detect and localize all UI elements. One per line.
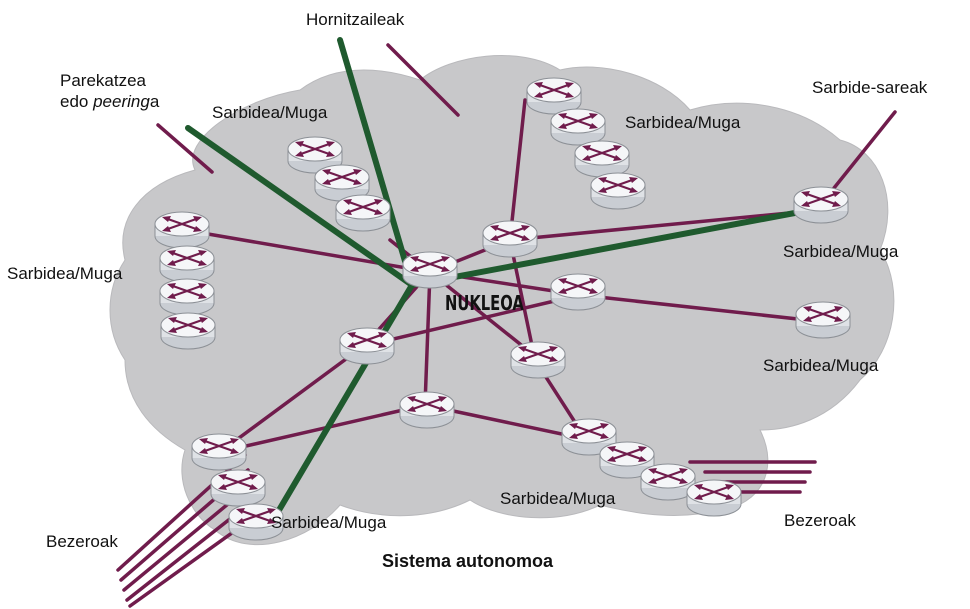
router-icon bbox=[334, 193, 392, 233]
customers-label-right: Bezeroak bbox=[784, 511, 856, 530]
router-icon bbox=[401, 250, 459, 290]
as-cloud bbox=[109, 55, 895, 546]
core-label: NUKLEOA bbox=[445, 291, 524, 315]
peering-label-line2: edo peeringa bbox=[60, 91, 159, 112]
peering-suffix: a bbox=[149, 92, 160, 112]
router-icon bbox=[509, 340, 567, 380]
access-networks-label: Sarbide-sareak bbox=[812, 78, 928, 97]
peering-prefix: edo bbox=[60, 92, 94, 112]
edge-label-bottom-left: Sarbidea/Muga bbox=[271, 513, 387, 532]
edge-label-right-mid: Sarbidea/Muga bbox=[763, 356, 879, 375]
router-icon bbox=[589, 171, 647, 211]
edge-label-left: Sarbidea/Muga bbox=[7, 264, 123, 283]
peering-label-line1: Parekatzea bbox=[60, 71, 146, 90]
router-icon bbox=[549, 107, 607, 147]
router-icon bbox=[338, 326, 396, 366]
edge-label-top-center: Sarbidea/Muga bbox=[212, 103, 328, 122]
edge-label-right-top: Sarbidea/Muga bbox=[783, 242, 899, 261]
router-icon bbox=[153, 210, 211, 250]
router-icon bbox=[481, 219, 539, 259]
router-icon bbox=[573, 139, 631, 179]
router-icon bbox=[158, 244, 216, 284]
edge-label-top-right: Sarbidea/Muga bbox=[625, 113, 741, 132]
router-icon bbox=[209, 468, 267, 508]
router-icon bbox=[398, 390, 456, 430]
router-icon bbox=[549, 272, 607, 312]
diagram-title: Sistema autonomoa bbox=[382, 551, 554, 571]
router-icon bbox=[685, 478, 743, 518]
router-icon bbox=[190, 432, 248, 472]
edge-label-bottom-center: Sarbidea/Muga bbox=[500, 489, 616, 508]
providers-label: Hornitzaileak bbox=[306, 10, 405, 29]
router-icon bbox=[158, 277, 216, 317]
router-icon bbox=[159, 311, 217, 351]
peering-label: Parekatzea edo peeringa bbox=[60, 70, 159, 113]
customers-label-left: Bezeroak bbox=[46, 532, 118, 551]
router-icon bbox=[794, 300, 852, 340]
provider-links bbox=[185, 37, 803, 525]
router-icon bbox=[792, 185, 850, 225]
peering-italic: peering bbox=[93, 92, 150, 112]
router-icon bbox=[525, 76, 583, 116]
